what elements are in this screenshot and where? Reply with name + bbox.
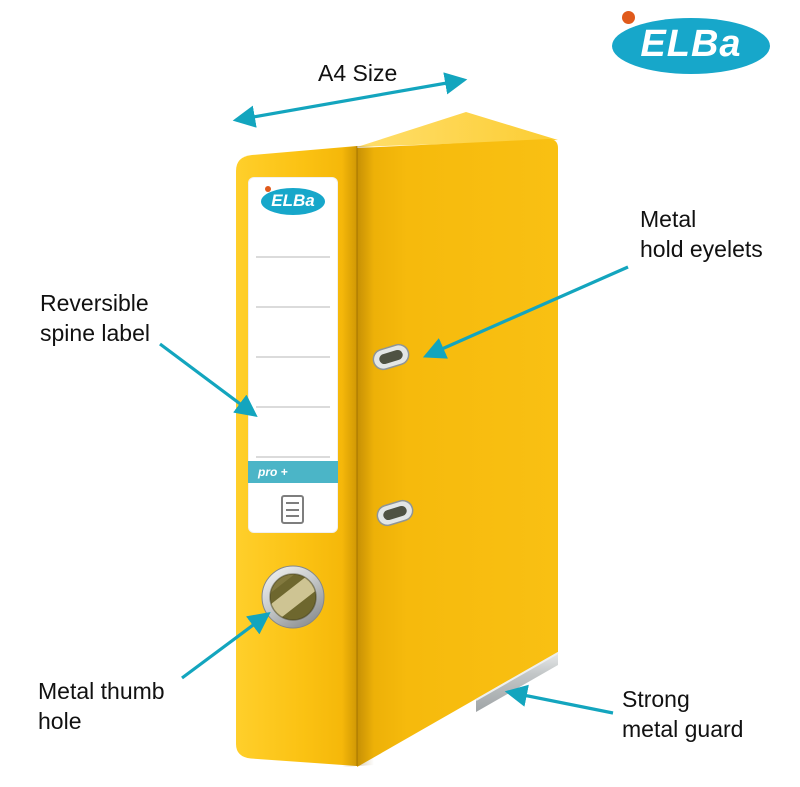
label-rule-line: [256, 356, 330, 358]
annotation-line: hold eyelets: [640, 236, 763, 262]
annotation-metal-guard: Strong metal guard: [622, 684, 743, 744]
label-rule-line: [256, 406, 330, 408]
annotation-metal-eyelets: Metal hold eyelets: [640, 204, 763, 264]
label-rule-line: [256, 256, 330, 258]
spine-elba-logo: ELBa: [261, 186, 325, 215]
annotation-line: Strong: [622, 686, 690, 712]
logo-dot-icon: [622, 11, 635, 24]
label-rule-line: [256, 306, 330, 308]
hinge-shade-right: [357, 145, 374, 766]
logo-dot-icon: [265, 186, 271, 192]
annotation-line: Metal: [640, 206, 697, 232]
label-rule-line: [256, 456, 330, 458]
binder-top-edge: [357, 112, 558, 147]
document-stack-icon: [281, 495, 304, 524]
elba-logo-text: ELBa: [640, 22, 742, 65]
spine-label: ELBa pro +: [248, 177, 338, 533]
annotation-line: spine label: [40, 320, 150, 346]
eyelet-bottom: [376, 499, 414, 527]
spine-elba-logo-text: ELBa: [271, 190, 315, 210]
eyelet-top: [372, 343, 410, 371]
pro-plus-band: pro +: [248, 461, 338, 483]
hinge-shade-left: [342, 146, 357, 767]
annotation-a4-size: A4 Size: [318, 58, 397, 88]
metal-guard: [475, 652, 559, 712]
elba-logo: ELBa: [612, 11, 770, 74]
annotation-spine-label: Reversible spine label: [40, 288, 150, 348]
annotation-line: Reversible: [40, 290, 149, 316]
annotation-line: hole: [38, 708, 82, 734]
annotation-thumb-hole: Metal thumb hole: [38, 676, 165, 736]
annotation-line: Metal thumb: [38, 678, 165, 704]
thumb-hole: [261, 565, 325, 629]
annotation-line: A4 Size: [318, 60, 398, 86]
annotation-line: metal guard: [622, 716, 744, 742]
